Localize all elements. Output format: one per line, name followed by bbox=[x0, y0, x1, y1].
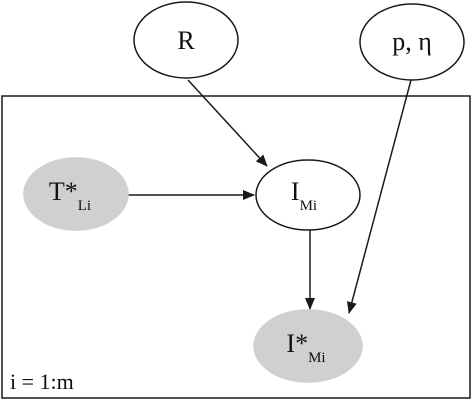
plate-box bbox=[1, 95, 471, 399]
node-i-mi-label: IMi bbox=[291, 177, 317, 214]
node-i-star-mi-label: I*Mi bbox=[286, 329, 325, 366]
node-t-star-li-label: T*Li bbox=[49, 177, 91, 214]
node-t-star-li: T*Li bbox=[23, 157, 129, 231]
edge-peta-to-istar bbox=[346, 79, 412, 314]
node-r-ellipse bbox=[133, 1, 239, 79]
node-i-mi: IMi bbox=[255, 159, 361, 231]
node-r-label: R bbox=[177, 26, 195, 55]
node-p-eta-ellipse bbox=[359, 3, 465, 81]
edge-r-to-imi bbox=[187, 79, 268, 167]
node-p-eta: p, η bbox=[359, 3, 465, 81]
node-r: R bbox=[133, 1, 239, 79]
node-p-eta-label: p, η bbox=[392, 27, 432, 56]
node-i-mi-ellipse bbox=[255, 159, 361, 231]
plate-label: i = 1:m bbox=[10, 369, 74, 394]
node-i-star-mi-ellipse bbox=[253, 309, 363, 383]
node-t-star-li-ellipse bbox=[23, 157, 129, 231]
node-i-star-mi: I*Mi bbox=[253, 309, 363, 383]
